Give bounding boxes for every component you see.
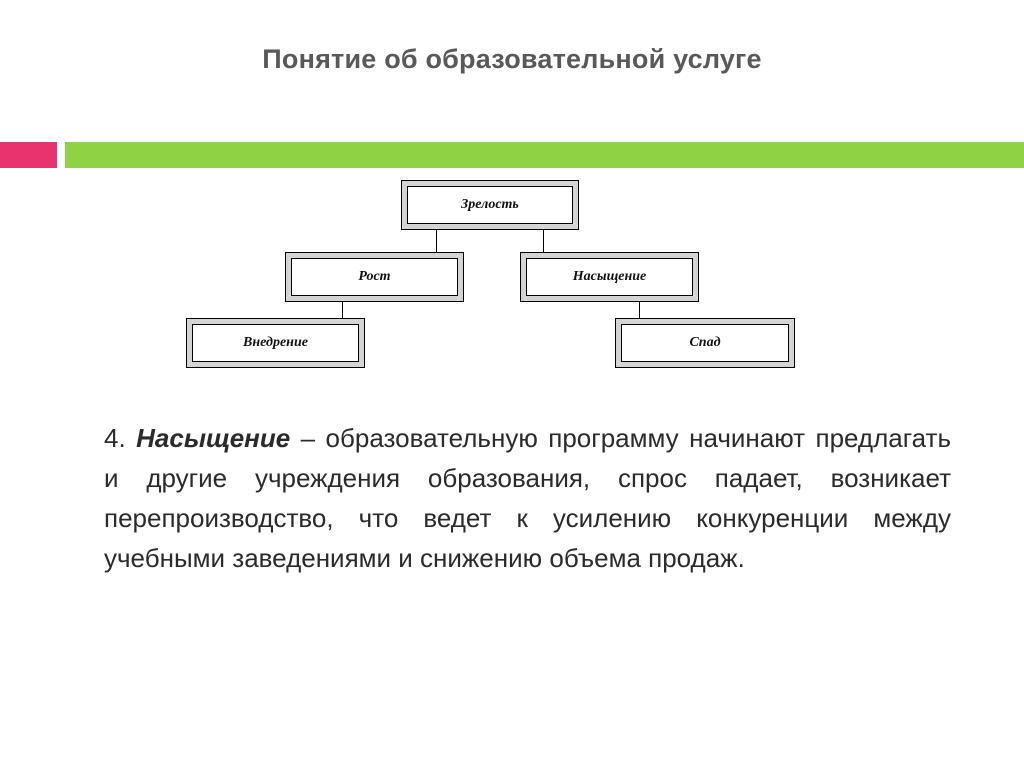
connector-saturation-decline: [639, 301, 640, 319]
connector-growth-introduction: [342, 301, 343, 319]
node-saturation: Насыщение: [520, 252, 699, 302]
connector-maturity-saturation: [543, 229, 544, 252]
node-maturity: Зрелость: [401, 180, 579, 230]
slide-title: Понятие об образовательной услуге: [262, 44, 762, 74]
body-paragraph: 4. Насыщение – образовательную программу…: [104, 418, 951, 578]
connector-maturity-growth: [436, 229, 437, 252]
accent-bar-pink: [0, 142, 57, 168]
accent-bar-green: [65, 142, 1024, 168]
item-number: 4.: [104, 423, 126, 453]
node-maturity-label: Зрелость: [407, 186, 573, 224]
node-decline: Спад: [615, 318, 795, 368]
node-saturation-label: Насыщение: [526, 258, 693, 296]
life-cycle-diagram: Зрелость Рост Насыщение Внедрение Спад: [186, 180, 795, 368]
node-growth-label: Рост: [291, 258, 458, 296]
body-text: образовательную программу начинают предл…: [104, 423, 951, 573]
term-saturation: Насыщение: [136, 423, 291, 453]
term-dash: –: [300, 423, 316, 453]
node-decline-label: Спад: [621, 324, 789, 362]
node-introduction-label: Внедрение: [192, 324, 359, 362]
node-introduction: Внедрение: [186, 318, 365, 368]
node-growth: Рост: [285, 252, 464, 302]
